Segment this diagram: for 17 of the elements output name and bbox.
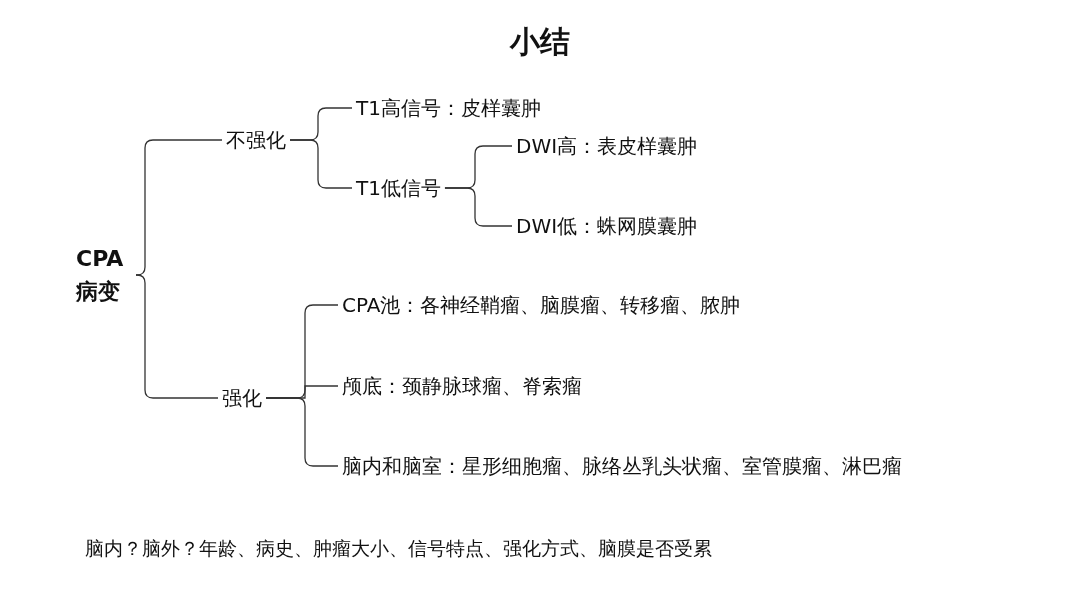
branch-topic: DWI低：蛛网膜囊肿 bbox=[512, 210, 702, 242]
bracket-connector bbox=[444, 187, 513, 227]
branch-topic: 不强化 bbox=[222, 124, 290, 156]
branch-topic: DWI高：表皮样囊肿 bbox=[512, 130, 702, 162]
title: 小结 bbox=[508, 23, 571, 61]
branch-topic: 强化 bbox=[218, 382, 266, 414]
note-text: 脑内？脑外？年龄、病史、肿瘤大小、信号特点、强化方式、脑膜是否受累 bbox=[85, 536, 712, 561]
branch-topic: CPA池：各神经鞘瘤、脑膜瘤、转移瘤、脓肿 bbox=[338, 289, 745, 321]
branch-topic: 颅底：颈静脉球瘤、脊索瘤 bbox=[338, 370, 586, 402]
bracket-connector bbox=[135, 139, 223, 276]
branch-topic: T1低信号 bbox=[352, 172, 445, 204]
bracket-connector bbox=[265, 397, 339, 467]
root-topic: CPA 病变 bbox=[72, 240, 136, 310]
bracket-connector bbox=[135, 274, 219, 399]
branch-topic: 脑内和脑室：星形细胞瘤、脉络丛乳头状瘤、室管膜瘤、淋巴瘤 bbox=[338, 450, 906, 482]
branch-topic: T1高信号：皮样囊肿 bbox=[352, 92, 545, 124]
bracket-connector bbox=[289, 139, 353, 189]
